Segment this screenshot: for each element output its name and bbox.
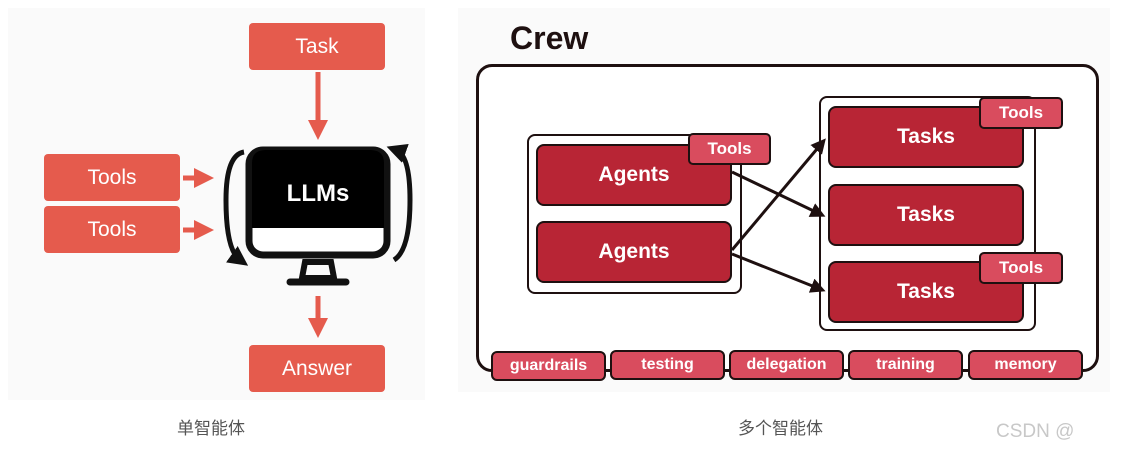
single-agent-caption: 单智能体 (177, 419, 245, 439)
feature-testing: testing (610, 350, 725, 380)
agent-box-2: Agents (536, 221, 732, 283)
feature-memory: memory (968, 350, 1083, 380)
crew-title: Crew (510, 20, 589, 56)
task-box-2: Tasks (828, 184, 1024, 246)
answer-box: Answer (249, 345, 385, 392)
agent2-to-task3-arrow (731, 252, 826, 293)
crew-caption: 多个智能体 (738, 419, 823, 439)
feature-delegation: delegation (729, 350, 844, 380)
cycle-right-icon (386, 143, 413, 263)
tools-box-1: Tools (44, 154, 180, 201)
agent2-to-task1-arrow (730, 138, 826, 251)
monitor-icon (245, 146, 391, 286)
task-box: Task (249, 23, 385, 70)
feature-guardrails: guardrails (491, 351, 606, 381)
cycle-left-icon (223, 149, 249, 266)
llms-label: LLMs (286, 180, 350, 207)
agent-tools-tag: Tools (688, 133, 771, 165)
task-tools-tag-2: Tools (979, 252, 1063, 284)
tools-box-2: Tools (44, 206, 180, 253)
watermark: CSDN @ (996, 421, 1075, 442)
agent1-to-task2-arrow (731, 170, 826, 217)
feature-training: training (848, 350, 963, 380)
task-tools-tag-1: Tools (979, 97, 1063, 129)
